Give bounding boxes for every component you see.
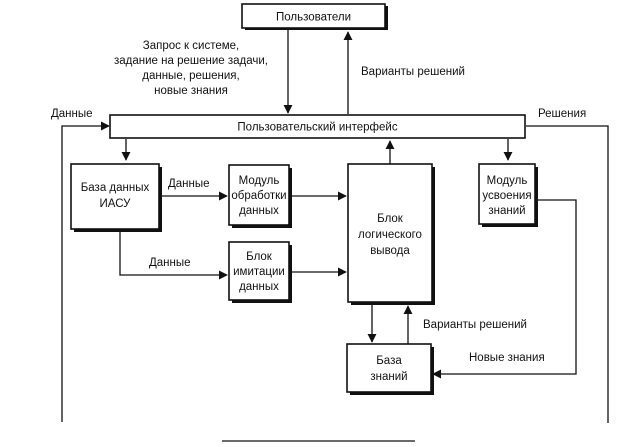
- block-sim-line-1: Блок: [246, 251, 273, 263]
- block-sim-line-2: имитации: [233, 266, 285, 278]
- line-solutions-right-loop: [526, 125, 609, 423]
- label-request-line-4: новые знания: [154, 85, 228, 97]
- edge-labels: Запрос к системе, задание на решение зад…: [51, 40, 586, 364]
- block-logic-line-3: вывода: [370, 245, 410, 257]
- block-learn: Модуль усвоения знаний: [478, 163, 538, 227]
- block-proc-line-3: данных: [239, 205, 279, 217]
- label-request-line-1: Запрос к системе,: [143, 40, 240, 52]
- block-ui: Пользовательский интерфейс: [109, 114, 526, 139]
- block-learn-line-2: усвоения: [482, 190, 531, 202]
- arrow-db-to-sim: [119, 231, 228, 280]
- block-sim: Блок имитации данных: [228, 241, 292, 303]
- label-request-line-3: данные, решения,: [142, 70, 239, 82]
- label-data-db-sim: Данные: [149, 257, 191, 269]
- label-request-line-2: задание на решение задачи,: [114, 55, 268, 67]
- block-sim-line-3: данных: [239, 281, 279, 293]
- label-data-db-proc: Данные: [168, 178, 210, 190]
- block-proc-line-1: Модуль: [239, 175, 280, 187]
- arrow-learn-to-kb: [432, 199, 577, 379]
- label-new-knowledge: Новые знания: [469, 352, 545, 364]
- block-learn-line-1: Модуль: [487, 175, 528, 187]
- block-kb-line-1: База: [376, 355, 402, 367]
- arrow-data-left-loop: [61, 121, 110, 422]
- connectors: [61, 30, 609, 442]
- block-ui-label: Пользовательский интерфейс: [237, 122, 397, 134]
- label-solutions-right: Решения: [538, 108, 586, 120]
- block-logic-line-1: Блок: [377, 213, 404, 225]
- block-db-line-1: База данных: [81, 182, 150, 194]
- label-variants-top: Варианты решений: [361, 66, 465, 78]
- block-db-line-2: ИАСУ: [100, 198, 132, 210]
- label-data-left: Данные: [51, 108, 93, 120]
- block-learn-line-3: знаний: [488, 205, 525, 217]
- block-logic-line-2: логического: [358, 229, 422, 241]
- block-users-label: Пользователи: [276, 12, 351, 24]
- block-logic: Блок логического вывода: [347, 163, 435, 305]
- block-proc: Модуль обработки данных: [228, 164, 292, 228]
- block-proc-line-2: обработки: [231, 190, 286, 202]
- block-users: Пользователи: [241, 3, 388, 30]
- block-kb: База знаний: [346, 343, 434, 395]
- block-db: База данных ИАСУ: [70, 163, 162, 232]
- block-kb-line-2: знаний: [370, 371, 407, 383]
- label-variants-kb: Варианты решений: [423, 319, 527, 331]
